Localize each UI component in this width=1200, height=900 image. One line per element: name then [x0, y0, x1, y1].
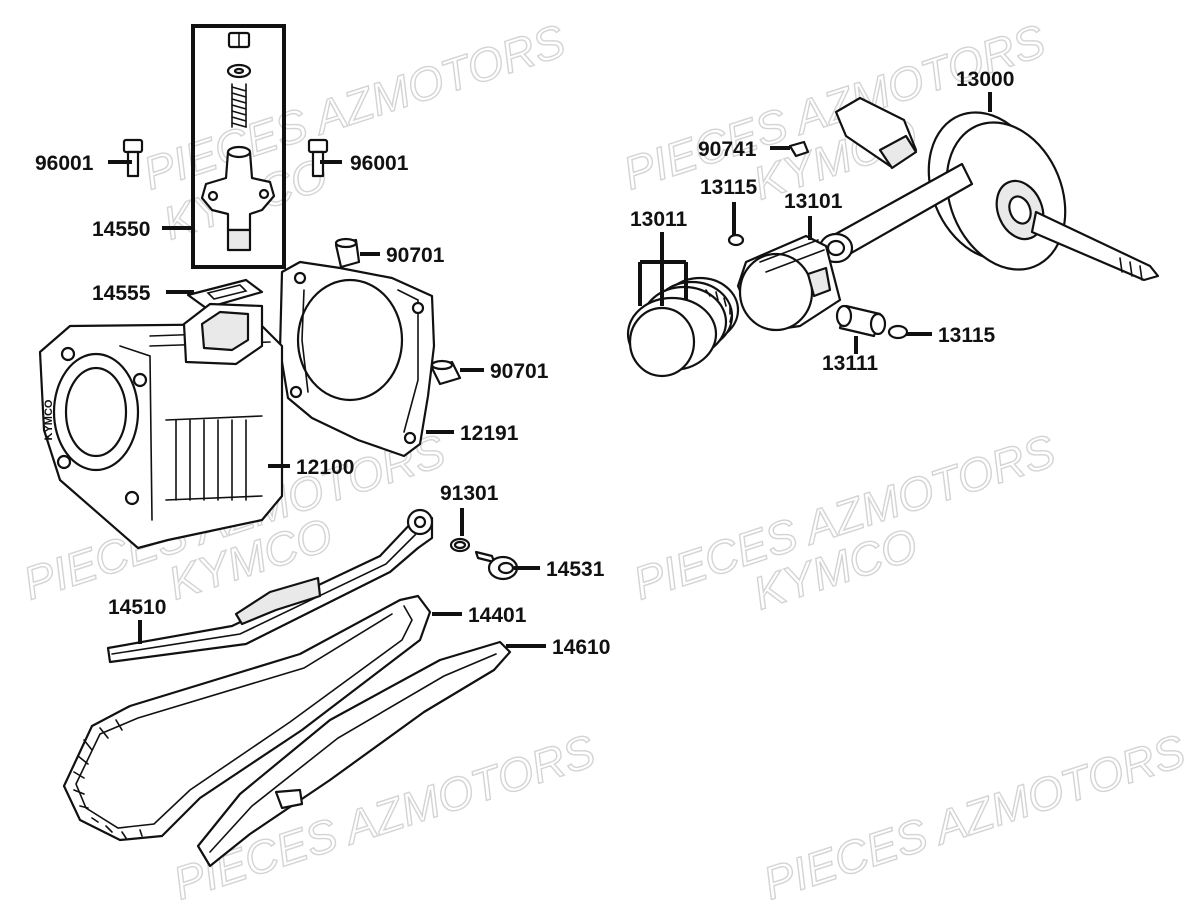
tensioner-slipper — [106, 508, 434, 664]
dowel-pin-lower — [430, 359, 462, 386]
callout-13000: 13000 — [956, 68, 1014, 91]
cylinder-block: KYMCO — [38, 302, 284, 550]
callout-13111: 13111 — [822, 352, 878, 375]
callout-96001-right: 96001 — [350, 152, 409, 175]
chain-guide — [196, 640, 512, 868]
tensioner-assembly — [191, 24, 286, 269]
callout-13115-lower: 13115 — [938, 324, 996, 347]
callout-96001-left: 96001 — [35, 152, 94, 175]
callout-12191: 12191 — [460, 422, 519, 445]
cylinder-gasket — [278, 260, 436, 458]
cylinder-stamp: KYMCO — [43, 399, 55, 440]
leader-lines — [108, 92, 992, 648]
callout-14510: 14510 — [108, 596, 166, 619]
dowel-pin-upper — [334, 237, 361, 269]
callout-90701-upper: 90701 — [386, 244, 445, 267]
oring-91301 — [449, 537, 471, 553]
callout-14401: 14401 — [468, 604, 527, 627]
callout-14550: 14550 — [92, 218, 150, 241]
callout-91301: 91301 — [440, 482, 499, 505]
callout-14610: 14610 — [552, 636, 610, 659]
callout-13115-upper: 13115 — [700, 176, 758, 199]
piston-pin-clip-upper — [727, 233, 745, 247]
callout-90741: 90741 — [698, 138, 757, 161]
callout-14555: 14555 — [92, 282, 151, 305]
piston-pin — [835, 304, 887, 338]
tensioner-gasket — [186, 278, 264, 310]
callout-14531: 14531 — [546, 558, 605, 581]
callout-13101: 13101 — [784, 190, 843, 213]
callout-12100: 12100 — [296, 456, 354, 479]
tensioner-pivot-bolt — [474, 550, 519, 581]
cam-chain — [62, 594, 432, 842]
woodruff-key — [788, 140, 810, 158]
watermark-text: PIECES AZMOTORS — [757, 724, 1191, 900]
callout-90701-lower: 90701 — [490, 360, 549, 383]
piston — [736, 234, 842, 332]
piston-rings — [626, 276, 740, 378]
piston-pin-clip-lower — [887, 324, 909, 340]
callout-13011: 13011 — [630, 208, 688, 231]
callout-labels: 96001 96001 14550 14555 90701 90701 1219… — [35, 68, 1014, 659]
crankshaft — [818, 96, 1160, 282]
